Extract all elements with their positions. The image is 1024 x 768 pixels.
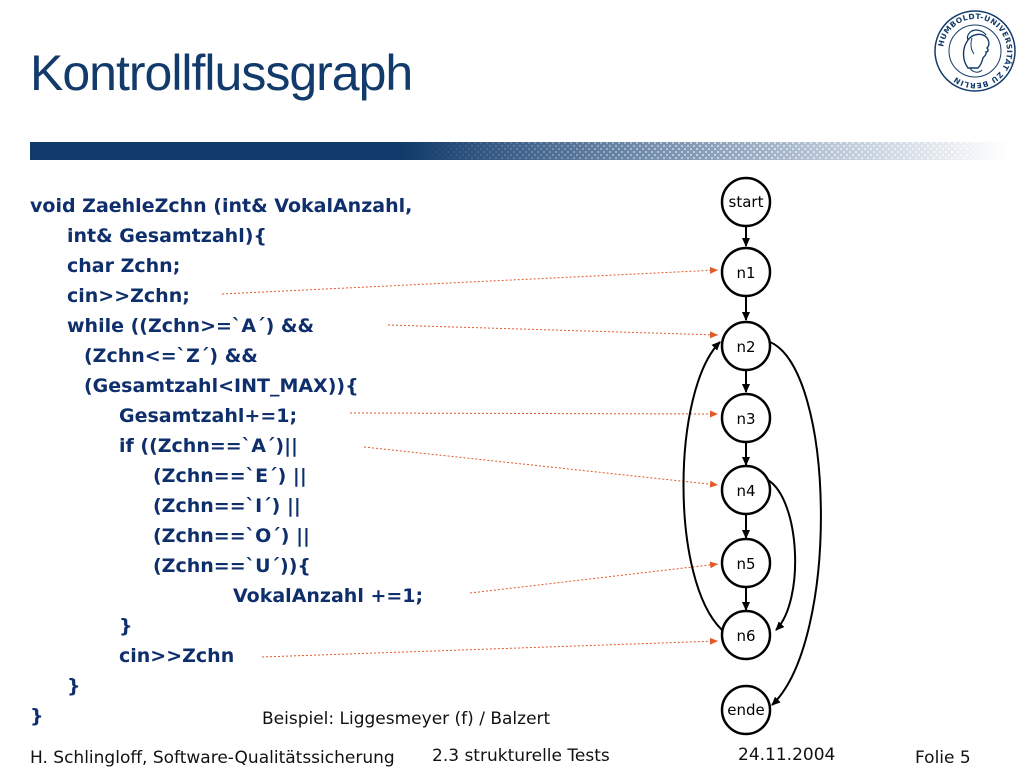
code-line: } [119, 615, 133, 637]
code-line: (Zchn==`U´)){ [153, 555, 311, 577]
footer-author: H. Schlingloff, Software-Qualitätssicher… [30, 748, 395, 768]
node-label: n5 [736, 555, 755, 573]
node-n6: n6 [720, 609, 772, 661]
mapping-line-n5 [469, 561, 719, 594]
code-line: } [30, 705, 44, 727]
code-line: char Zchn; [67, 255, 181, 277]
node-label: n1 [736, 264, 755, 282]
mapping-line-n4 [363, 446, 719, 488]
code-line: (Zchn<=`Z´) && [84, 345, 258, 367]
node-n3: n3 [720, 392, 772, 444]
code-line: cin>>Zchn [119, 645, 235, 667]
node-label: n4 [736, 482, 755, 500]
university-seal-icon: HUMBOLDT-UNIVERSITÄT ZU BERLIN [934, 10, 1016, 92]
code-line: (Zchn==`O´) || [153, 525, 310, 547]
node-label: start [729, 193, 764, 211]
mapping-line-n2 [387, 324, 719, 339]
title-underline-bar [30, 142, 1010, 160]
graph-edges [682, 226, 822, 706]
node-n5: n5 [720, 537, 772, 589]
node-n2: n2 [720, 320, 772, 372]
code-line: (Zchn==`I´) || [153, 495, 301, 517]
mapping-line-n6 [261, 637, 719, 658]
code-listing: void ZaehleZchn (int& VokalAnzahl, int& … [30, 190, 550, 730]
code-line: Gesamtzahl+=1; [119, 405, 298, 427]
example-caption: Beispiel: Liggesmeyer (f) / Balzert [262, 709, 551, 729]
mapping-line-n3 [349, 410, 719, 418]
node-n1: n1 [720, 246, 772, 298]
code-line: (Gesamtzahl<INT_MAX)){ [84, 375, 359, 397]
code-line: (Zchn==`E´) || [153, 465, 307, 487]
code-line: void ZaehleZchn (int& VokalAnzahl, [30, 195, 413, 217]
node-start: start [720, 176, 772, 228]
code-to-node-mappings [221, 266, 719, 658]
code-line: VokalAnzahl +=1; [233, 585, 424, 607]
node-n4: n4 [720, 464, 772, 516]
code-line: while ((Zchn>=`A´) && [67, 315, 315, 337]
edge-n4-n6 [767, 479, 797, 631]
node-label: n2 [736, 338, 755, 356]
node-label: ende [727, 701, 765, 719]
code-line: cin>>Zchn; [67, 285, 190, 307]
slide-title: Kontrollflussgraph [30, 45, 413, 101]
edge-n6-n2 [682, 341, 723, 631]
footer-date: 24.11.2004 [738, 745, 836, 765]
edge-n2-ende [769, 341, 822, 706]
footer-section: 2.3 strukturelle Tests [432, 746, 610, 766]
node-ende: ende [720, 684, 772, 736]
code-line: } [67, 675, 81, 697]
code-line: int& Gesamtzahl){ [67, 225, 267, 247]
footer-slide-number: Folie 5 [915, 748, 971, 768]
mapping-line-n1 [221, 266, 719, 295]
node-label: n6 [736, 627, 755, 645]
graph-nodes: start n1 n2 n3 n4 n5 n6 ende [720, 176, 772, 736]
node-label: n3 [736, 410, 755, 428]
code-line: if ((Zchn==`A´)|| [119, 435, 298, 457]
